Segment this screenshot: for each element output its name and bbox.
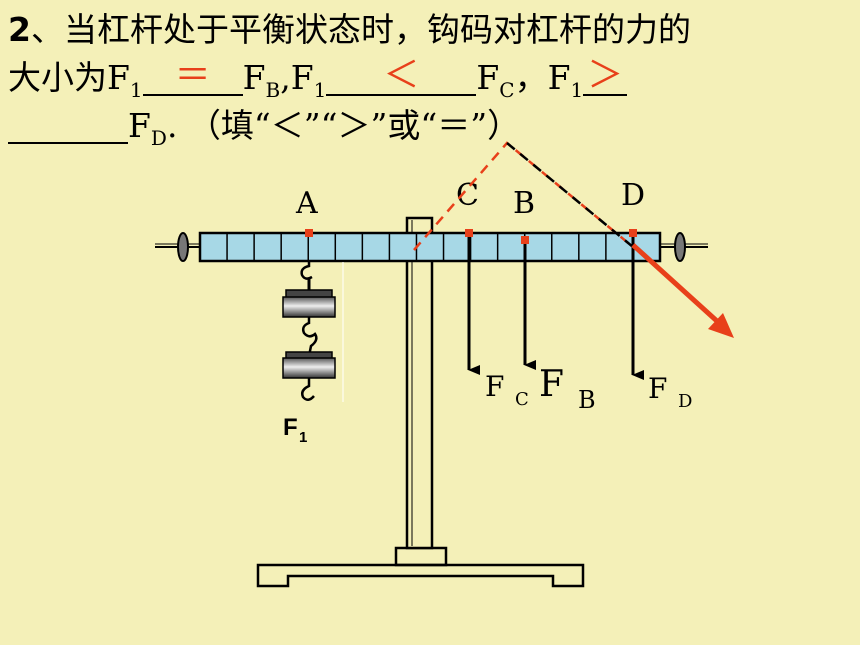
svg-text:B: B [578,386,596,414]
svg-text:1: 1 [299,429,307,446]
question-line-3: FD. （填“＜”“＞”或“＝”） [8,102,520,154]
force-FB: F [242,58,266,97]
question-line-2: 大小为F1＝FB,F1＜FC，F1＞ [8,54,628,106]
arrow-slanted-red [631,243,734,338]
comma-1: , [280,58,291,97]
sub-1-a: 1 [129,78,143,102]
label-A: A [295,186,318,221]
sub-D: D [150,126,167,150]
force-label-FC: F C [485,370,529,410]
label-D: D [621,178,645,213]
force-F1-b: F [290,58,314,97]
svg-text:F: F [648,372,667,405]
force-label-FB: F B [539,364,596,414]
svg-text:F: F [283,414,298,441]
label-C: C [456,178,479,213]
hook-weights [282,261,344,402]
question-line3-suffix: . （填“＜”“＞”或“＝”） [166,106,521,145]
stand-base [256,563,585,588]
point-D-marker [629,229,637,237]
answer-1: ＝ [174,55,211,96]
question-number: 2 [8,10,31,49]
point-B-marker [521,236,529,244]
answer-2: ＜ [383,55,420,96]
dashed-line-black [506,142,634,248]
svg-text:D: D [678,391,692,412]
sub-C: C [499,78,515,102]
answer-blank-3a[interactable]: ＞ [583,54,628,96]
question-line-1: 2、当杠杆处于平衡状态时，钩码对杠杆的力的 [8,6,691,54]
question-line1-text: 、当杠杆处于平衡状态时，钩码对杠杆的力的 [30,10,691,49]
label-B: B [513,186,535,221]
point-A-marker [305,229,313,237]
answer-3: ＞ [587,55,624,96]
stand-pillar [394,216,448,567]
svg-text:C: C [515,389,529,410]
point-C-marker [465,229,473,237]
comma-2: ， [514,58,548,97]
answer-blank-3b[interactable] [8,102,128,144]
svg-text:F: F [539,364,564,405]
left-end-nut [177,232,189,262]
svg-text:F: F [485,370,504,403]
lever-bar [198,231,662,263]
answer-blank-1[interactable]: ＝ [142,54,243,96]
force-label-FD: F D [648,372,692,412]
force-FC: F [476,58,500,97]
sub-1-c: 1 [570,78,584,102]
force-F1-a: F [107,58,130,97]
answer-blank-2[interactable]: ＜ [326,54,477,96]
question-line2-prefix: 大小为 [8,58,107,97]
force-FD: F [128,106,151,145]
force-F1-c: F [547,58,571,97]
sub-1-b: 1 [313,78,327,102]
force-label-F1: F 1 [283,414,307,446]
right-end-nut [674,232,686,262]
sub-B: B [265,78,281,102]
